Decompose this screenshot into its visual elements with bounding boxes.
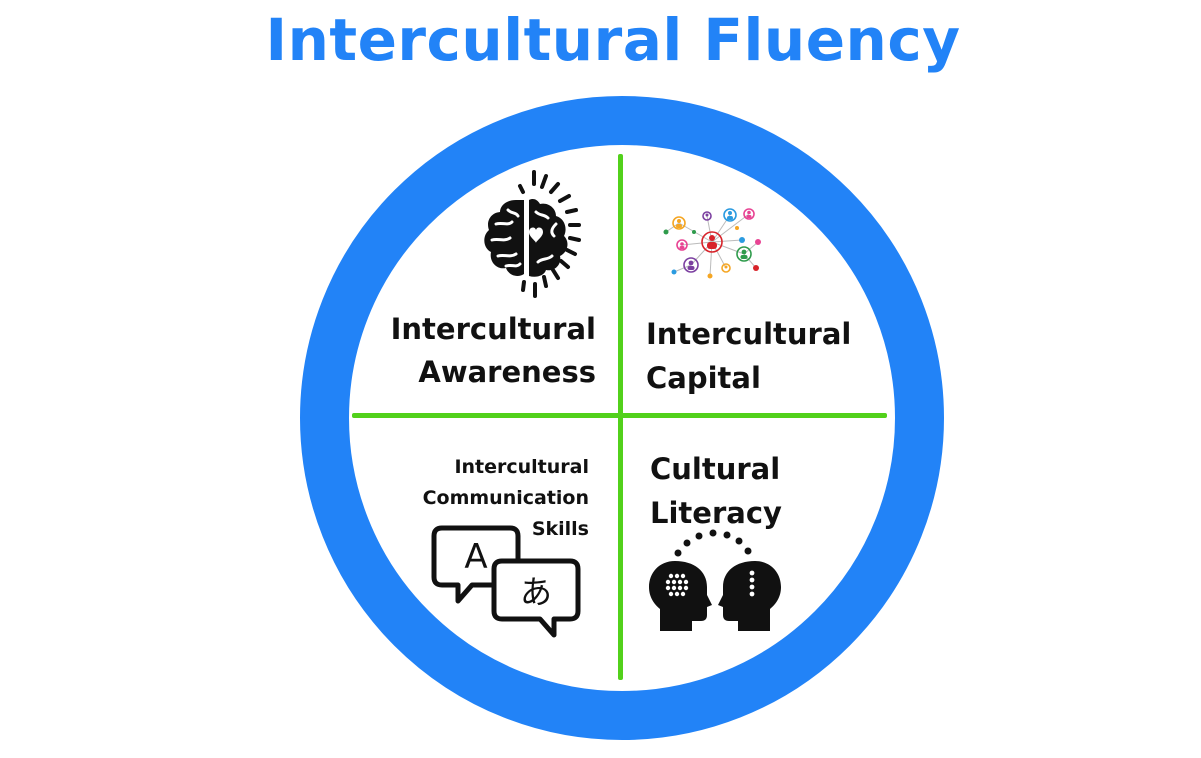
- label-line: Intercultural: [454, 456, 589, 478]
- label-intercultural-communication-skills: Intercultural Communication Skills: [423, 452, 589, 545]
- label-line: Awareness: [418, 355, 596, 389]
- label-intercultural-capital: Intercultural Capital: [646, 312, 851, 400]
- translation-bubbles-icon: A あ: [431, 525, 581, 638]
- label-line: Communication: [422, 487, 589, 509]
- label-line: Cultural: [650, 452, 781, 486]
- glyph-latin-a: A: [464, 537, 487, 577]
- label-line: Intercultural: [390, 312, 596, 346]
- label-line: Intercultural: [646, 317, 852, 351]
- people-network-icon: [663, 208, 761, 279]
- label-line: Skills: [531, 518, 589, 540]
- label-cultural-literacy: Cultural Literacy: [650, 447, 782, 535]
- two-heads-icon: [649, 529, 781, 631]
- glyph-hiragana-a: あ: [520, 573, 552, 611]
- label-line: Capital: [646, 361, 761, 395]
- label-intercultural-awareness: Intercultural Awareness: [391, 308, 596, 394]
- brain-heart-icon: [484, 170, 581, 298]
- horizontal-divider: [352, 413, 887, 418]
- label-line: Literacy: [650, 496, 782, 530]
- diagram-title: Intercultural Fluency: [265, 6, 961, 74]
